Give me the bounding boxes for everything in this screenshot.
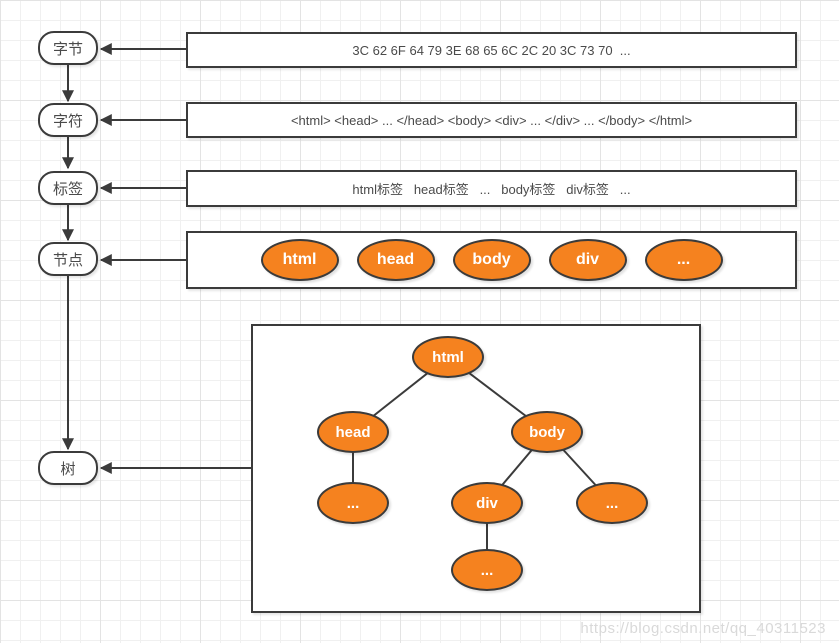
node-label: body: [472, 251, 511, 268]
stage-label: 字节: [52, 40, 83, 58]
node-label: ...: [676, 251, 691, 268]
tokens-row-box: html标签 head标签 ... body标签 div标签 ...: [186, 170, 797, 207]
tree-node-label: ...: [346, 494, 360, 512]
stage-node-nodes: 节点: [38, 242, 98, 276]
stage-node-tree: 树: [38, 451, 98, 485]
tree-node-body: body: [511, 411, 583, 453]
node-ellipse-div: div: [548, 239, 627, 281]
tree-node-label: body: [529, 423, 565, 441]
bytes-row-box: 3C 62 6F 64 79 3E 68 65 6C 2C 20 3C 73 7…: [186, 32, 797, 68]
tree-node-body-more: ...: [576, 482, 648, 524]
tree-node-head: head: [317, 411, 389, 453]
characters-row-box: <html> <head> ... </head> <body> <div> .…: [186, 102, 797, 138]
node-ellipse-head: head: [356, 239, 435, 281]
stage-node-tokens: 标签: [38, 171, 98, 205]
node-ellipse-body: body: [452, 239, 531, 281]
stage-label: 标签: [52, 180, 83, 198]
stage-node-characters: 字符: [38, 103, 98, 137]
tree-node-label: div: [476, 494, 498, 512]
node-ellipse-more: ...: [644, 239, 723, 281]
bytes-text: 3C 62 6F 64 79 3E 68 65 6C 2C 20 3C 73 7…: [352, 42, 631, 58]
stage-label: 节点: [52, 251, 83, 269]
tree-node-head-more: ...: [317, 482, 389, 524]
nodes-row-box: html head body div ...: [186, 231, 797, 289]
tokens-text: html标签 head标签 ... body标签 div标签 ...: [352, 182, 631, 197]
characters-text: <html> <head> ... </head> <body> <div> .…: [290, 112, 693, 128]
node-ellipse-html: html: [260, 239, 339, 281]
tree-node-html: html: [412, 336, 484, 378]
tree-node-label: html: [432, 348, 464, 366]
node-label: div: [575, 251, 600, 268]
tree-node-div-more: ...: [451, 549, 523, 591]
node-label: head: [376, 251, 415, 268]
node-strip: html head body div ...: [188, 233, 795, 287]
tree-node-label: head: [335, 423, 371, 441]
tree-node-label: ...: [480, 561, 494, 579]
stage-label: 树: [60, 460, 76, 478]
watermark-url: https://blog.csdn.net/qq_40311523: [580, 620, 826, 637]
stage-node-bytes: 字节: [38, 31, 98, 65]
node-label: html: [282, 251, 317, 268]
tree-node-div: div: [451, 482, 523, 524]
stage-label: 字符: [52, 112, 83, 130]
tree-node-label: ...: [605, 494, 619, 512]
